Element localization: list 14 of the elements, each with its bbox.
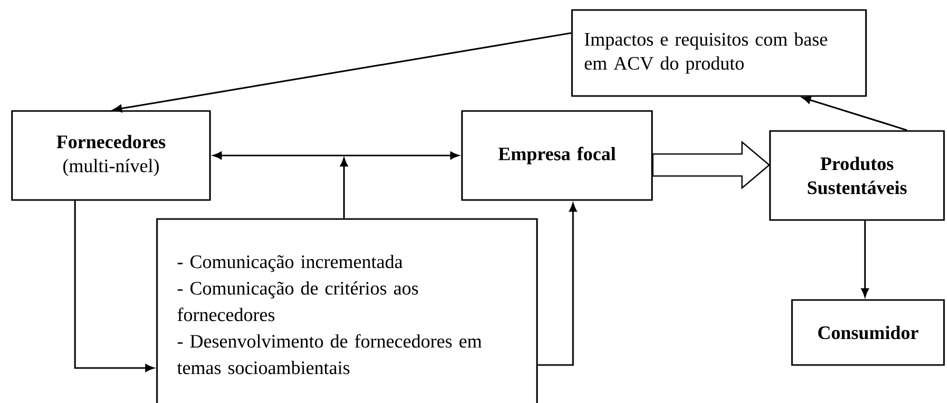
arrow	[113, 32, 572, 112]
process-box: Empresa focal	[461, 110, 653, 201]
process-box: Consumidor	[791, 299, 945, 366]
arrow	[802, 96, 908, 131]
arrow	[538, 203, 577, 366]
process-box: Produtos Sustentáveis	[769, 130, 945, 221]
note-box: Impactos e requisitos com base em ACV do produto	[571, 9, 867, 97]
list-box: - Comunicação incrementada - Comunicação de critérios aos fornecedores - Desenvolvimento de fornecedores em temas socioambientais	[156, 218, 538, 403]
arrow	[74, 200, 154, 372]
arrow	[861, 220, 869, 297]
arrow	[340, 158, 348, 218]
block-arrow	[652, 140, 770, 190]
process-box: Fornecedores (multi-nível)	[11, 110, 211, 201]
arrow	[213, 152, 459, 160]
